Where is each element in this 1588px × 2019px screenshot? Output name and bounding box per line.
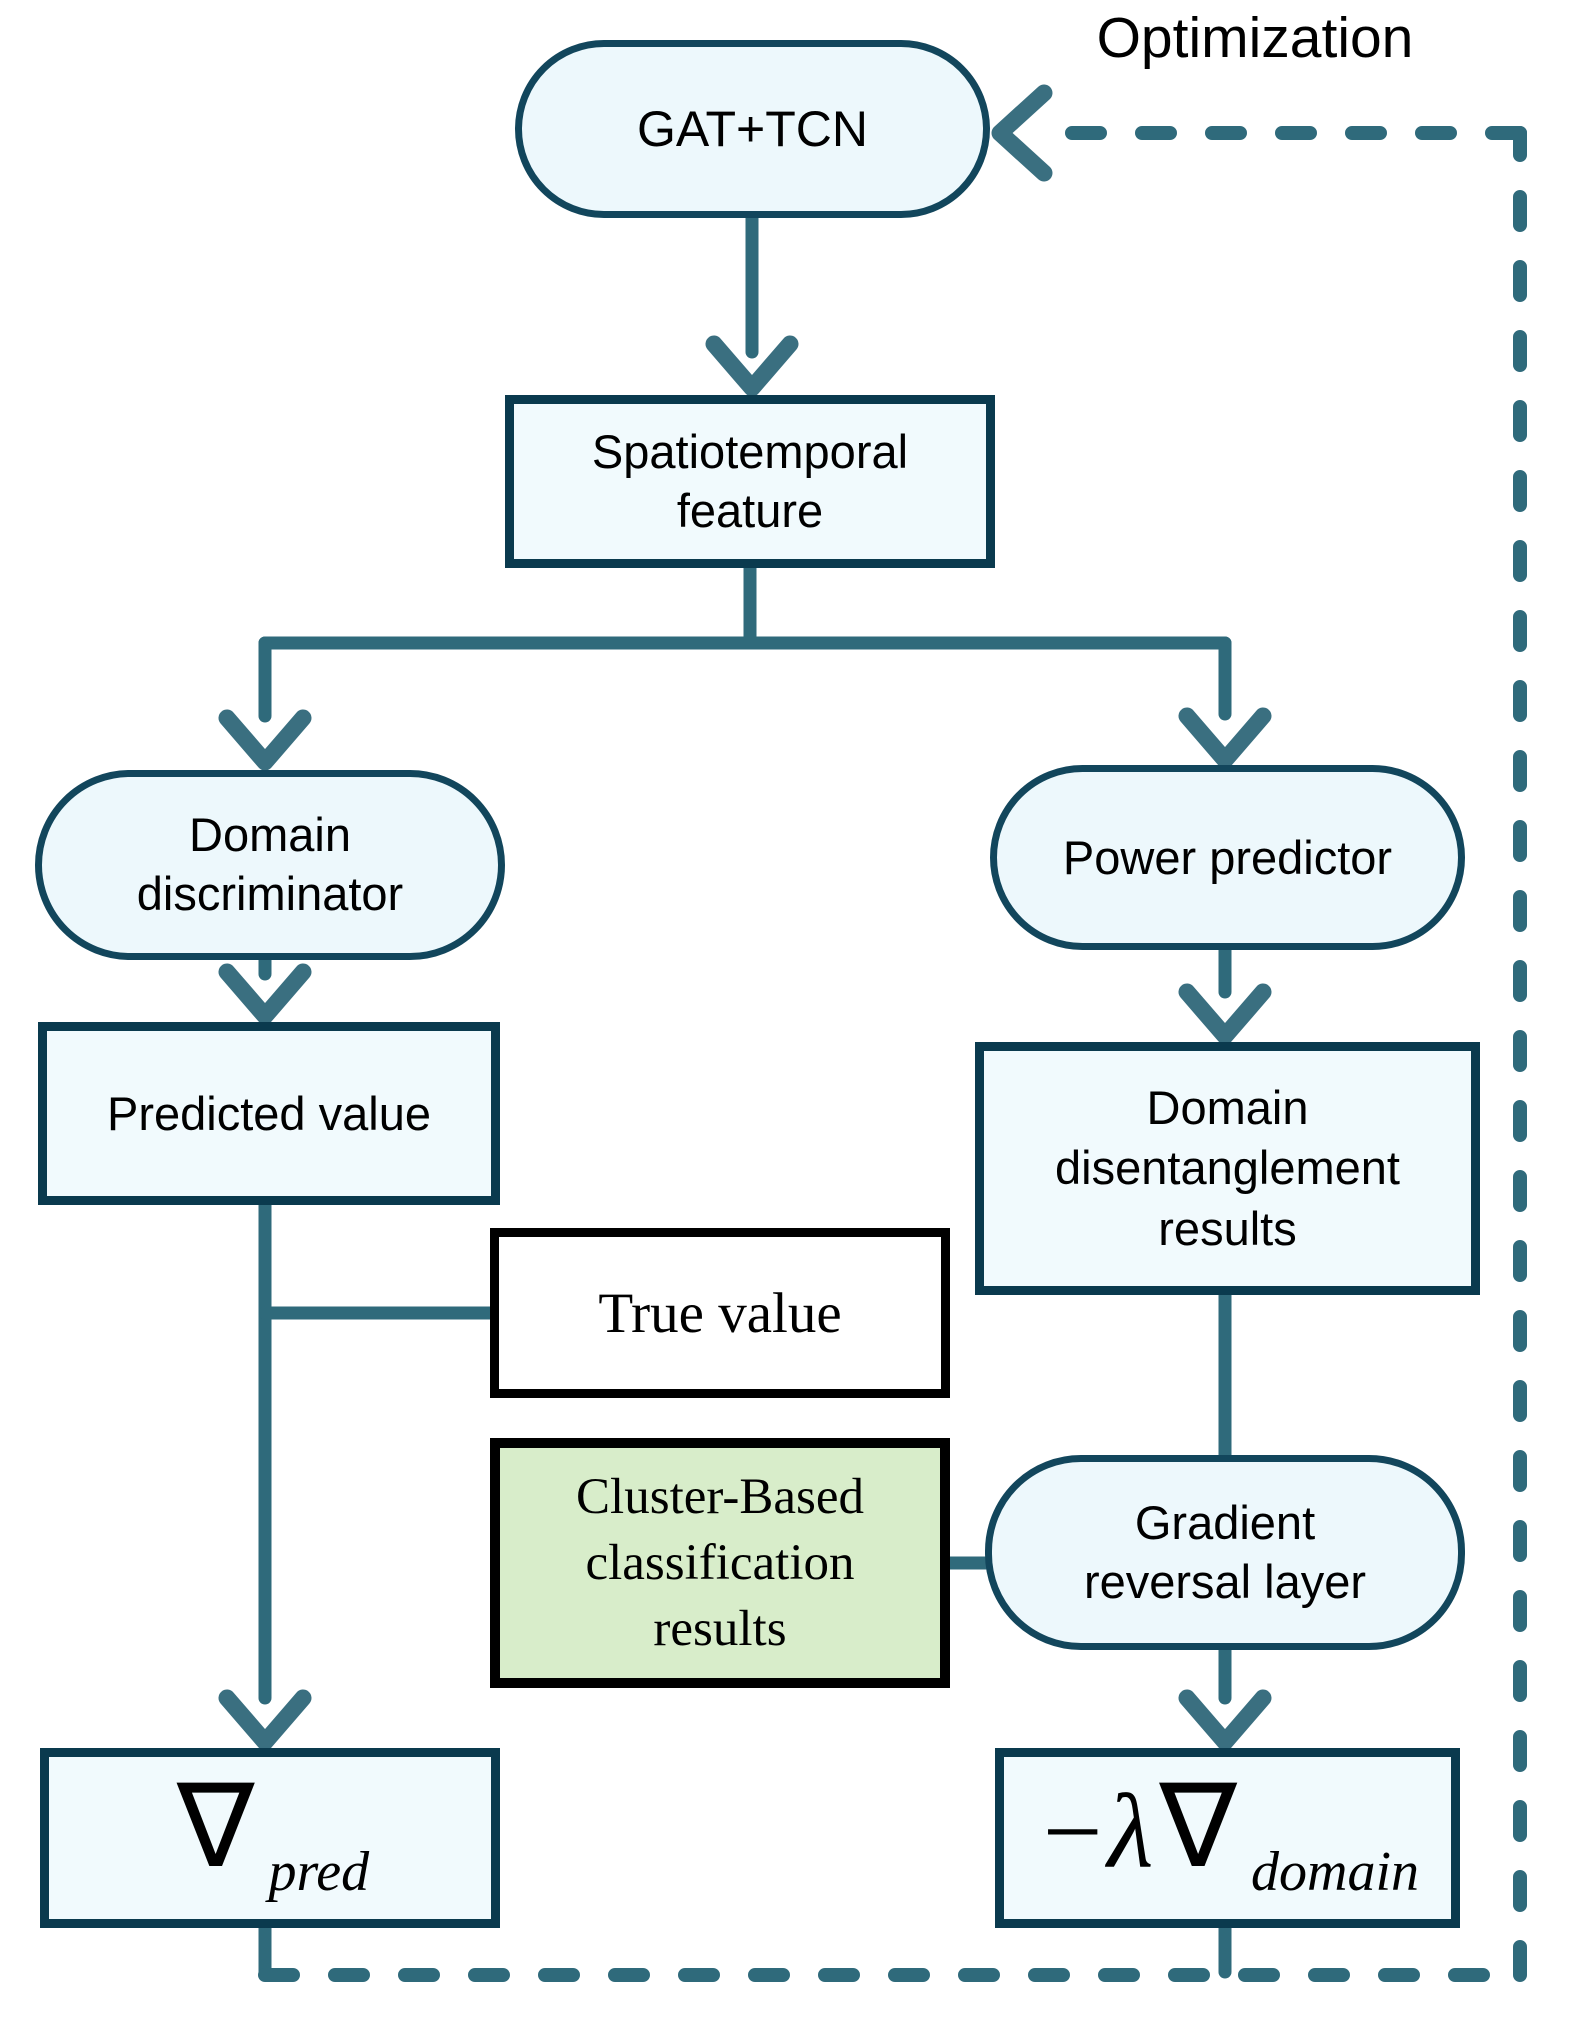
power-predictor-label: Power predictor [1062,831,1393,884]
edge-gattcn-to-spatiotemporal [705,207,799,397]
grad-domain-subscript: domain [1251,1841,1420,1903]
grad-pred-nabla-symbol: ∇ [176,1764,255,1892]
feedback-arrowhead [991,84,1053,182]
domain-discriminator-label: Domain discriminator [136,808,404,920]
node-grad-domain: −λ ∇ domain [995,1748,1460,1928]
predicted-value-label: Predicted value [107,1087,431,1140]
node-spatiotemporal-feature: Spatiotemporal feature [505,395,995,568]
node-cluster-classification-results: Cluster-Based classification results [490,1438,950,1688]
gradient-reversal-layer-label: Gradient reversal layer [1083,1495,1367,1608]
node-grad-pred: ∇ pred [40,1748,500,1928]
gat-tcn-label: GAT+TCN [636,101,869,157]
edge-gradientreversal-to-graddomain [1178,1639,1272,1751]
grad-domain-nabla-symbol: ∇ [1159,1764,1238,1892]
optimization-feedback-loop [258,84,1527,1982]
node-power-predictor: Power predictor [990,765,1465,950]
node-gradient-reversal-layer: Gradient reversal layer [985,1455,1465,1650]
node-gat-tcn: GAT+TCN [515,40,990,218]
edge-discriminator-to-predicted [218,949,312,1025]
edge-spatiotemporal-branch [218,557,1272,771]
grad-domain-prefix: −λ [1035,1773,1154,1890]
grad-pred-subscript: pred [268,1841,370,1903]
cluster-classification-results-label: Cluster-Based classification results [576,1468,864,1658]
edge-predicted-to-gradpred [218,1194,312,1751]
node-predicted-value: Predicted value [38,1022,500,1205]
node-domain-disentanglement-results: Domain disentanglement results [975,1042,1480,1295]
true-value-label: True value [598,1281,842,1345]
spatiotemporal-feature-label: Spatiotemporal feature [591,424,909,537]
node-true-value: True value [490,1228,950,1398]
domain-disentanglement-results-label: Domain disentanglement results [1055,1081,1400,1255]
edge-predictor-to-disentanglement [1178,939,1272,1045]
node-domain-discriminator: Domain discriminator [35,770,505,960]
optimization-label: Optimization [1096,6,1414,70]
